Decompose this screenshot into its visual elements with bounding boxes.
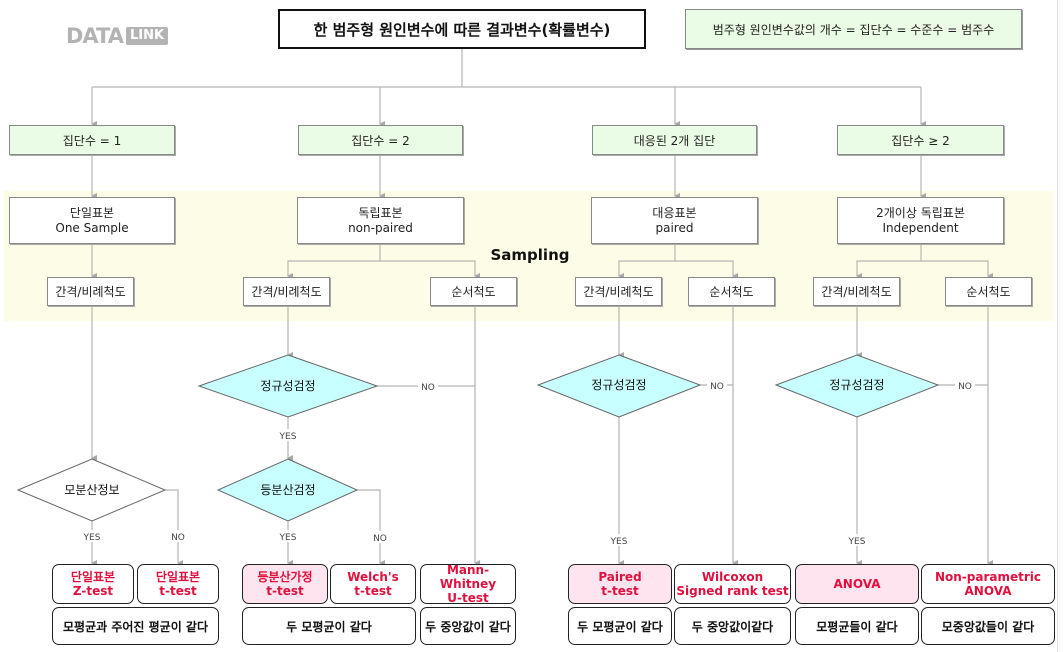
edge-label-yes: YES	[848, 537, 866, 547]
test-line: t-test	[354, 584, 392, 598]
sample-box-one-sample: 단일표본 One Sample	[9, 197, 175, 244]
decision-label: 등분산검정	[260, 483, 315, 497]
hypothesis-two-means: 두 모평균이 같다	[242, 607, 416, 645]
scale-box-ordinal: 순서척도	[688, 277, 775, 306]
scale-box-interval: 간격/비례척도	[243, 277, 330, 306]
sample-box-paired: 대응표본 paired	[591, 197, 758, 244]
scale-box-interval: 간격/비례척도	[47, 277, 134, 306]
diagram-title: 한 범주형 원인변수에 따른 결과변수(확률변수)	[278, 9, 646, 49]
test-one-sample-z: 단일표본 Z-test	[52, 564, 134, 604]
sample-label-ko: 대응표본	[652, 205, 697, 220]
test-line: Z-test	[72, 584, 114, 598]
sample-label-ko: 단일표본	[69, 205, 115, 220]
scale-box-interval: 간격/비례척도	[813, 277, 900, 306]
group-box-2: 집단수 = 2	[298, 125, 463, 155]
hypothesis-paired-means: 두 모평균이 같다	[568, 607, 672, 645]
connector	[856, 244, 922, 279]
edge-label-yes: YES	[83, 533, 101, 543]
group-box-1: 집단수 = 1	[9, 125, 175, 155]
test-one-sample-t: 단일표본 t-test	[137, 564, 219, 604]
decision-normality-3: 정규성검정	[774, 354, 940, 418]
test-line: U-test	[447, 591, 489, 605]
test-line: Wilcoxon	[701, 570, 764, 584]
group-box-paired: 대응된 2개 집단	[592, 125, 757, 155]
test-line: 단일표본	[155, 570, 201, 584]
hypothesis-one-sample: 모평균과 주어진 평균이 같다	[52, 607, 219, 645]
edge-label-yes: YES	[279, 533, 297, 543]
decision-normality-2: 정규성검정	[536, 354, 702, 418]
connector	[380, 260, 480, 279]
edge-label-yes: YES	[610, 537, 628, 547]
scale-box-ordinal: 순서척도	[945, 277, 1032, 306]
test-mann-whitney: Mann-Whitney U-test	[420, 563, 516, 605]
test-equal-variance-t: 등분산가정 t-test	[242, 564, 328, 604]
test-line: ANOVA	[833, 577, 881, 591]
test-line: t-test	[159, 584, 197, 598]
test-line: t-test	[601, 584, 639, 598]
decision-label: 정규성검정	[591, 378, 646, 392]
decision-equal-variance: 등분산검정	[216, 458, 359, 522]
test-non-parametric-anova: Non-parametric ANOVA	[921, 564, 1055, 604]
decision-label: 정규성검정	[260, 379, 315, 393]
hypothesis-group-means: 모평균들이 같다	[795, 607, 919, 645]
sample-label-ko: 독립표본	[358, 205, 403, 220]
test-line: Paired	[598, 570, 642, 584]
test-line: Signed rank test	[676, 584, 789, 598]
edge-label-no: NO	[171, 533, 185, 543]
datalink-logo: DATA LINK	[66, 24, 169, 48]
edge-label-no: NO	[710, 382, 724, 392]
connector	[165, 489, 183, 566]
logo-badge: LINK	[126, 27, 169, 45]
sample-box-independent: 2개이상 독립표본 Independent	[837, 197, 1004, 244]
hypothesis-paired-medians: 두 중앙값이같다	[674, 607, 791, 645]
connector	[287, 244, 381, 279]
sample-label-en: Independent	[882, 220, 959, 235]
test-line: 단일표본	[70, 570, 116, 584]
connector	[921, 260, 993, 279]
scale-box-interval: 간격/비례척도	[575, 277, 662, 306]
connector	[618, 244, 676, 279]
decision-normality-1: 정규성검정	[197, 354, 379, 418]
test-anova: ANOVA	[795, 564, 919, 604]
test-line: 등분산가정	[257, 570, 313, 584]
test-welch-t: Welch's t-test	[330, 564, 416, 604]
logo-text: DATA	[66, 24, 124, 48]
sample-label-ko: 2개이상 독립표본	[876, 205, 965, 220]
test-line: Mann-Whitney	[439, 563, 497, 591]
sample-box-non-paired: 독립표본 non-paired	[297, 197, 464, 244]
definition-note: 범주형 원인변수값의 개수 = 집단수 = 수준수 = 범주수	[685, 9, 1022, 49]
sample-label-en: paired	[655, 220, 694, 235]
decision-label: 모분산정보	[64, 483, 119, 497]
sample-label-en: One Sample	[55, 220, 129, 235]
hypothesis-two-medians: 두 중앙값이 같다	[420, 607, 516, 645]
test-line: ANOVA	[964, 584, 1012, 598]
edge-label-yes: YES	[279, 432, 297, 442]
hypothesis-group-medians: 모중앙값들이 같다	[921, 607, 1055, 645]
scrollbar[interactable]	[1057, 0, 1063, 652]
test-wilcoxon: Wilcoxon Signed rank test	[674, 564, 791, 604]
scale-box-ordinal: 순서척도	[430, 277, 517, 306]
sampling-label: Sampling	[490, 246, 570, 264]
test-line: Welch's	[347, 570, 399, 584]
sample-label-en: non-paired	[348, 220, 413, 235]
decision-population-variance: 모분산정보	[16, 458, 167, 522]
edge-label-no: NO	[421, 383, 435, 393]
decision-label: 정규성검정	[829, 378, 884, 392]
group-box-multi: 집단수 ≥ 2	[837, 125, 1004, 155]
test-paired-t: Paired t-test	[568, 564, 672, 604]
connector	[357, 489, 385, 566]
test-line: Non-parametric	[934, 570, 1042, 584]
edge-label-no: NO	[373, 534, 387, 544]
test-line: t-test	[266, 584, 304, 598]
edge-label-no: NO	[958, 382, 972, 392]
connector	[675, 260, 738, 279]
